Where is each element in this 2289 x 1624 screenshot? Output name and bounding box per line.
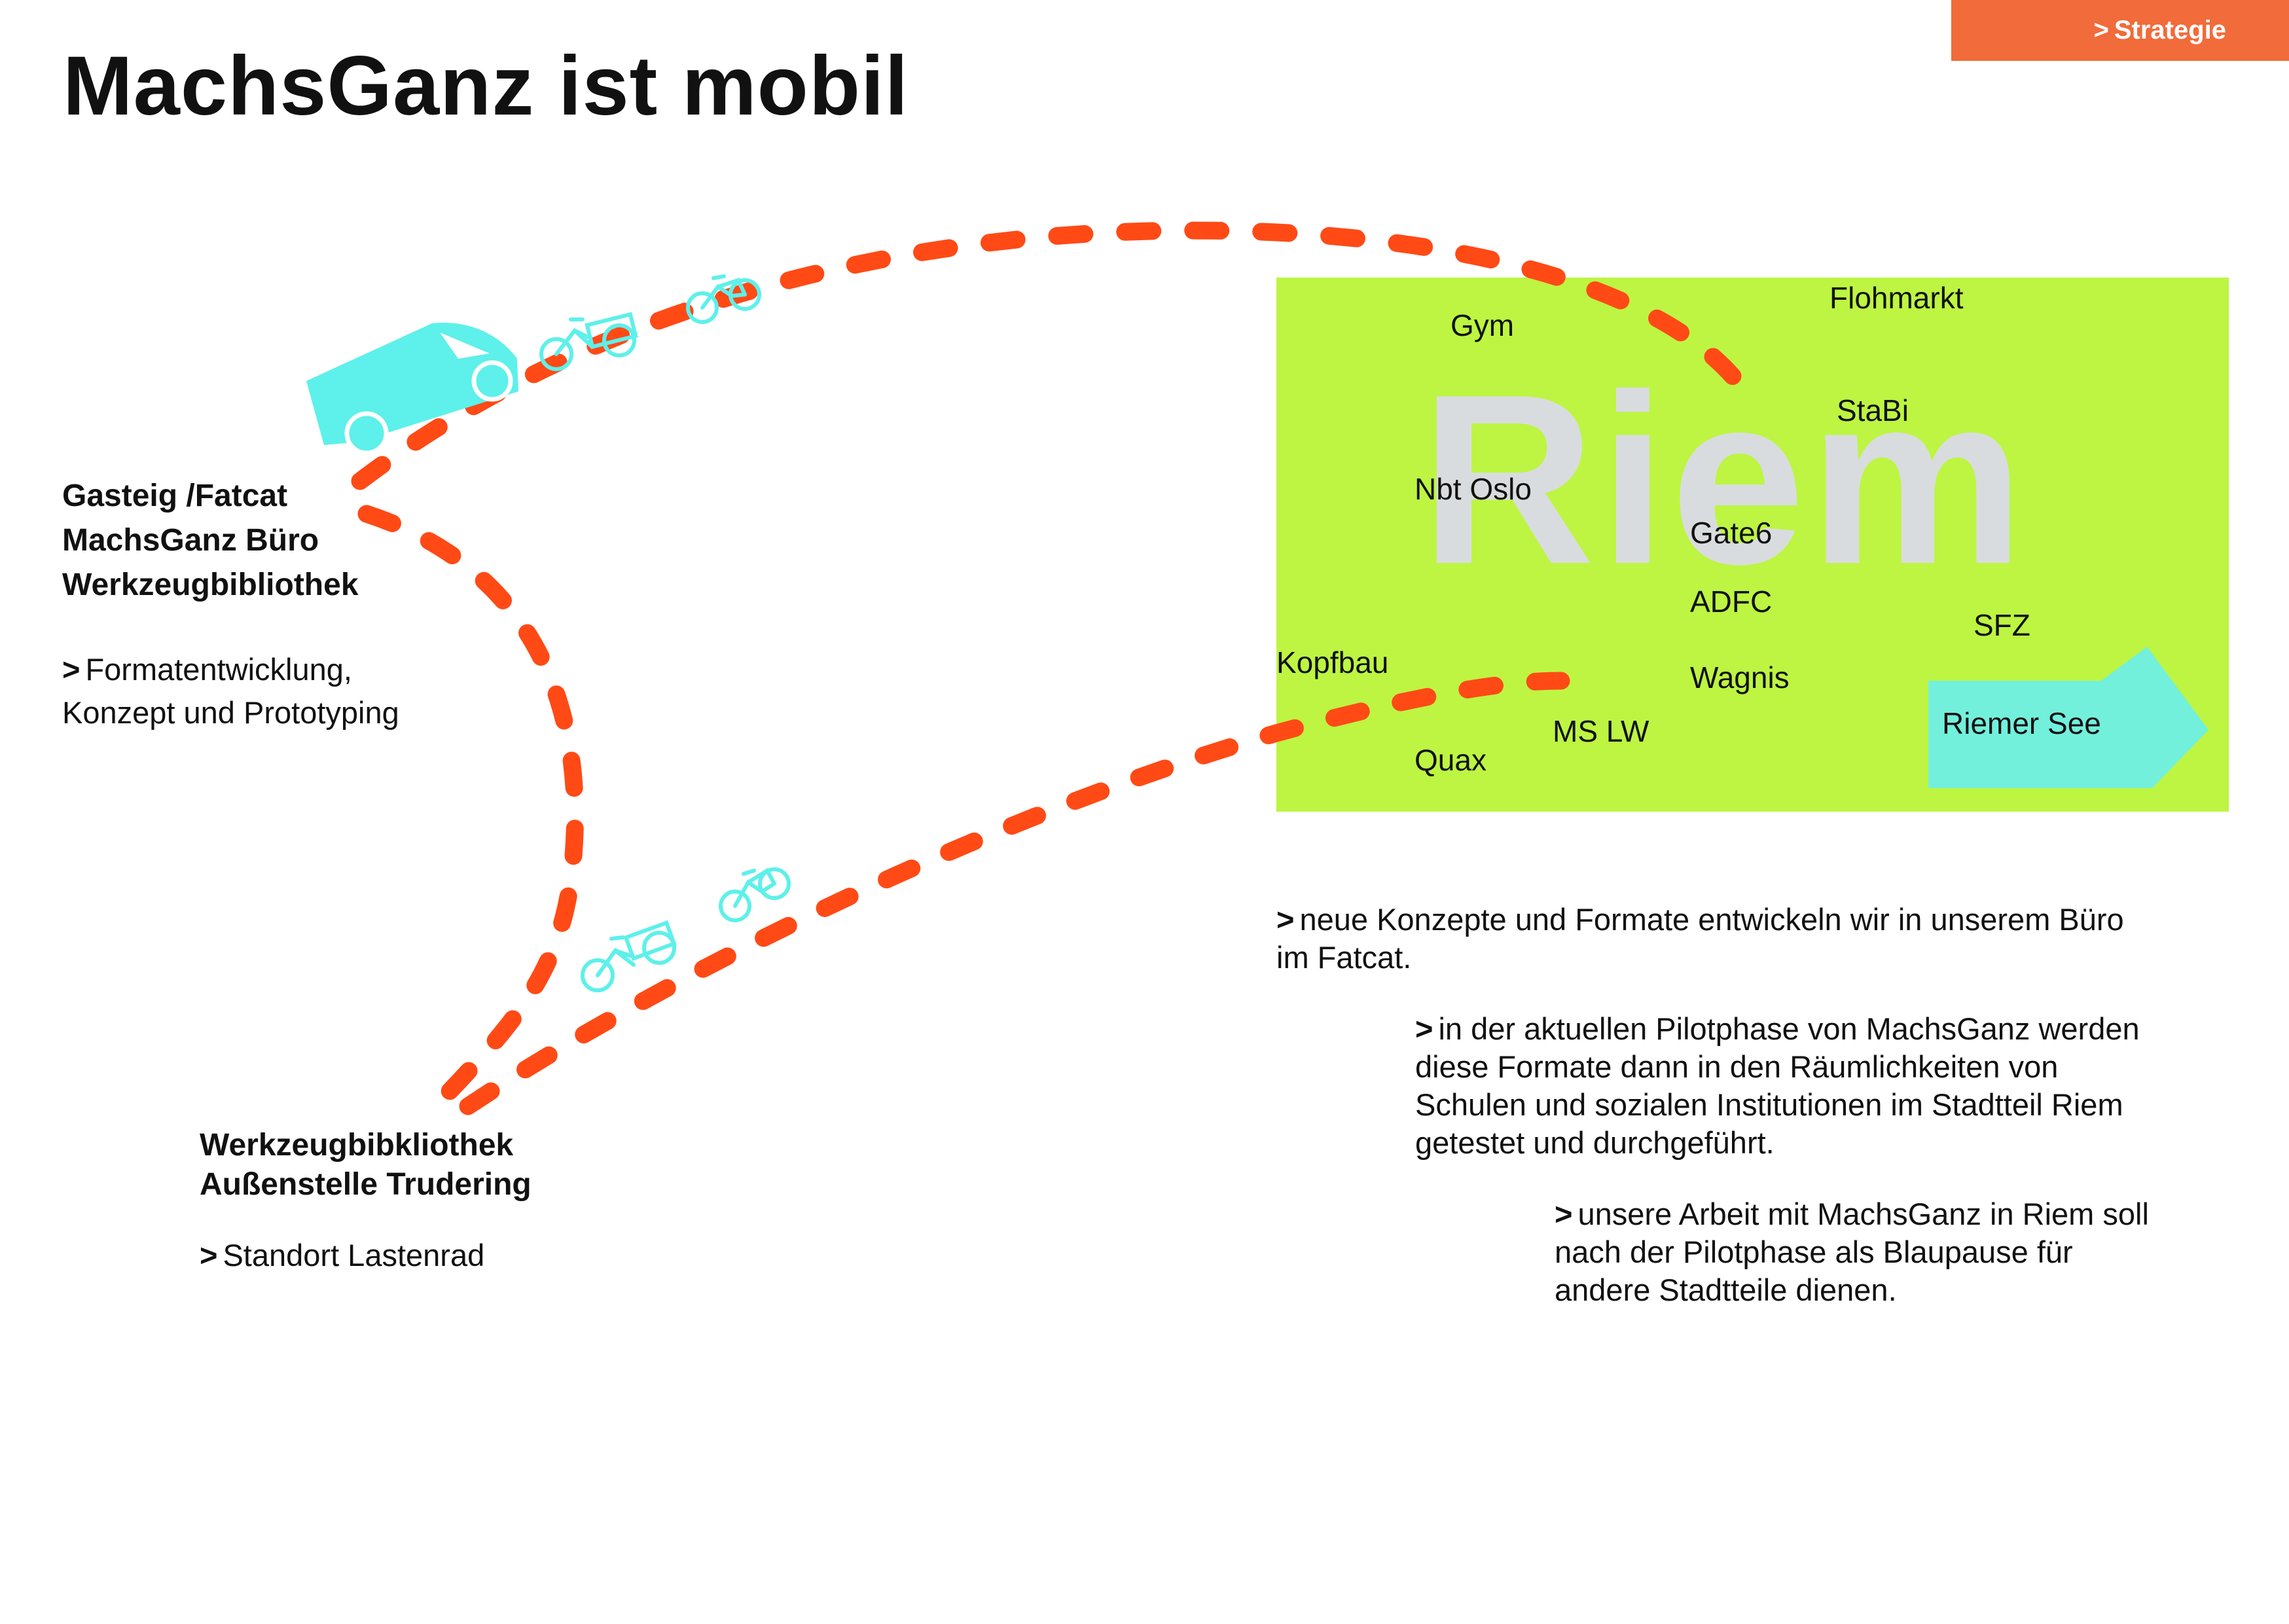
bicycle-icon	[719, 867, 791, 922]
route-to-stabi	[351, 221, 1763, 490]
chevron-right-icon: >	[200, 1238, 218, 1272]
district-name-watermark: Riem	[1420, 344, 2028, 615]
hub-location-block: Gasteig /Fatcat MachsGanz Büro Werkzeugb…	[62, 474, 359, 607]
place-label: ADFC	[1690, 585, 1773, 619]
hub-note-line: Formatentwicklung,	[85, 652, 352, 687]
place-label: Quax	[1415, 743, 1487, 777]
branch-line: Außenstelle Trudering	[200, 1167, 532, 1202]
section-tag[interactable]: > Strategie	[1951, 0, 2289, 61]
statement-line: diese Formate dann in den Räumlichkeiten…	[1415, 1049, 2059, 1084]
statement-2: >in der aktuellen Pilotphase von MachsGa…	[1415, 1010, 2140, 1162]
place-label: Wagnis	[1690, 660, 1790, 695]
statement-1: >neue Konzepte und Formate entwickeln wi…	[1276, 901, 2124, 977]
lake-label: Riemer See	[1942, 706, 2101, 740]
place-label: Flohmarkt	[1829, 281, 1964, 315]
place-label: MS LW	[1553, 714, 1649, 748]
branch-location-block: Werkzeugbibkliothek Außenstelle Truderin…	[200, 1126, 532, 1204]
route-branch-to-riem	[459, 672, 1570, 1115]
chevron-right-icon: >	[62, 652, 81, 687]
statement-line: in der aktuellen Pilotphase von MachsGan…	[1438, 1011, 2140, 1046]
statement-line: neue Konzepte und Formate entwickeln wir…	[1299, 902, 2124, 937]
place-label: Gate6	[1690, 516, 1773, 550]
statement-3: >unsere Arbeit mit MachsGanz in Riem sol…	[1555, 1195, 2149, 1309]
chevron-right-icon: >	[1276, 902, 1295, 937]
hub-note-line: Konzept und Prototyping	[62, 695, 399, 730]
place-label: Nbt Oslo	[1415, 472, 1532, 506]
cargo-bike-icon	[581, 920, 677, 992]
place-label: Gym	[1451, 308, 1515, 342]
statement-line: nach der Pilotphase als Blaupause für	[1555, 1235, 2073, 1269]
section-tag-label: Strategie	[2114, 16, 2226, 45]
statement-line: getestet und durchgeführt.	[1415, 1125, 1775, 1160]
chevron-right-icon: >	[2093, 16, 2109, 45]
chevron-right-icon: >	[1415, 1011, 1433, 1046]
arrow-right-icon	[1928, 647, 2208, 788]
hub-line: MachsGanz Büro	[62, 523, 319, 558]
bicycle-icon	[686, 274, 761, 324]
place-label: StaBi	[1837, 393, 1909, 427]
statement-line: im Fatcat.	[1276, 940, 1412, 975]
page-title: MachsGanz ist mobil	[63, 39, 909, 133]
place-label: Kopfbau	[1276, 645, 1389, 679]
branch-note-text: Standort Lastenrad	[223, 1238, 485, 1272]
chevron-right-icon: >	[1555, 1197, 1573, 1231]
hub-line: Werkzeugbibliothek	[62, 568, 359, 602]
van-icon	[306, 323, 518, 456]
route-to-branch	[357, 505, 584, 1115]
hub-line: Gasteig /Fatcat	[62, 478, 288, 513]
branch-note: >Standort Lastenrad	[200, 1234, 484, 1277]
statement-line: Schulen und sozialen Institutionen im St…	[1415, 1087, 2123, 1122]
cargo-bike-icon	[539, 312, 638, 371]
place-label: SFZ	[1974, 608, 2030, 642]
hub-note: >Formatentwicklung, Konzept und Prototyp…	[62, 648, 399, 734]
branch-line: Werkzeugbibkliothek	[200, 1128, 514, 1163]
statement-line: unsere Arbeit mit MachsGanz in Riem soll	[1577, 1197, 2149, 1231]
statement-line: andere Stadtteile dienen.	[1555, 1272, 1897, 1307]
